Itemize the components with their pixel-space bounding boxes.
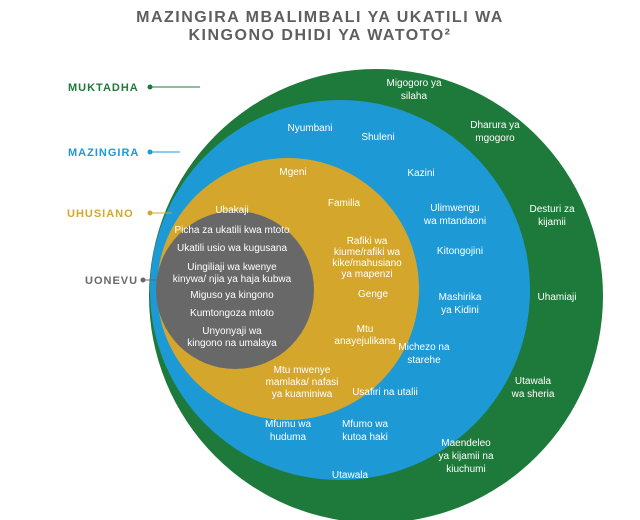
- mazingira-item: Kitongojini: [437, 246, 483, 257]
- uhusiano-layer-label: UHUSIANO: [67, 208, 134, 220]
- uhusiano-item: Genge: [358, 289, 388, 300]
- muktadha-item: kiuchumi: [446, 464, 485, 475]
- uhusiano-item: Mtu mwenye: [274, 365, 331, 376]
- mazingira-item: Mfumu wa: [265, 419, 312, 430]
- uonevu-item: Uingiliaji wa kwenye: [187, 262, 277, 273]
- mazingira-item: starehe: [407, 355, 441, 366]
- uonevu-item: Miguso ya kingono: [190, 290, 274, 301]
- muktadha-item: Utawala: [515, 376, 552, 387]
- muktadha-item: silaha: [401, 91, 428, 102]
- mazingira-item: huduma: [270, 432, 307, 443]
- diagram-title-line-1: MAZINGIRA MBALIMBALI YA UKATILI WA: [136, 9, 504, 26]
- uonevu-item: Picha za ukatili kwa mtoto: [174, 225, 289, 236]
- mazingira-item: ya Kidini: [441, 305, 479, 316]
- muktadha-item: mgogoro: [475, 133, 515, 144]
- mazingira-item: Michezo na: [398, 342, 450, 353]
- uhusiano-item: ya mapenzi: [341, 269, 392, 280]
- muktadha-marker: [147, 84, 153, 90]
- mazingira-item: Usafiri na utalii: [352, 387, 418, 398]
- mazingira-marker: [147, 149, 153, 155]
- mazingira-item: Mashirika: [439, 292, 482, 303]
- muktadha-layer-label: MUKTADHA: [68, 82, 139, 94]
- uhusiano-item: Mtu: [357, 324, 374, 335]
- uhusiano-item: Mgeni: [279, 167, 306, 178]
- uonevu-item: kinywa/ njia ya haja kubwa: [173, 274, 292, 285]
- mazingira-item: kutoa haki: [342, 432, 388, 443]
- uonevu-item: Ukatili usio wa kugusana: [177, 243, 287, 254]
- uhusiano-item: ya kuaminiwa: [272, 389, 333, 400]
- muktadha-item: ya kijamii na: [438, 451, 493, 462]
- mazingira-item: wa mtandaoni: [423, 216, 486, 227]
- muktadha-item: Dharura ya: [470, 120, 520, 131]
- mazingira-item: Kazini: [407, 168, 434, 179]
- muktadha-item: kijamii: [538, 217, 566, 228]
- mazingira-item: Shuleni: [361, 132, 394, 143]
- mazingira-layer-label: MAZINGIRA: [68, 147, 139, 159]
- muktadha-item: Utawala: [332, 470, 369, 481]
- uhusiano-item: kiume/rafiki wa: [334, 247, 401, 258]
- uhusiano-item: anayejulikana: [334, 336, 396, 347]
- uhusiano-item: mamlaka/ nafasi: [266, 377, 339, 388]
- uonevu-item: Kumtongoza mtoto: [190, 308, 274, 319]
- mazingira-item: Mfumo wa: [342, 419, 389, 430]
- muktadha-item: Maendeleo: [441, 438, 491, 449]
- mazingira-item: Nyumbani: [287, 123, 332, 134]
- uonevu-item: Ubakaji: [215, 205, 248, 216]
- mazingira-item: Ulimwengu: [430, 203, 479, 214]
- uonevu-item: kingono na umalaya: [187, 338, 277, 349]
- muktadha-item: wa sheria: [511, 389, 555, 400]
- uonevu-layer-label: UONEVU: [85, 275, 138, 287]
- uhusiano-item: Familia: [328, 198, 361, 209]
- uhusiano-marker: [147, 210, 153, 216]
- diagram-title-line-2: KINGONO DHIDI YA WATOTO²: [188, 27, 452, 44]
- muktadha-item: Desturi za: [529, 204, 574, 215]
- muktadha-item: Migogoro ya: [386, 78, 441, 89]
- muktadha-item: Uhamiaji: [538, 292, 577, 303]
- uhusiano-item: kike/mahusiano: [332, 258, 402, 269]
- uonevu-marker: [140, 277, 146, 283]
- uhusiano-item: Rafiki wa: [347, 236, 388, 247]
- uonevu-circle: [156, 211, 314, 369]
- uonevu-item: Unyonyaji wa: [202, 326, 262, 337]
